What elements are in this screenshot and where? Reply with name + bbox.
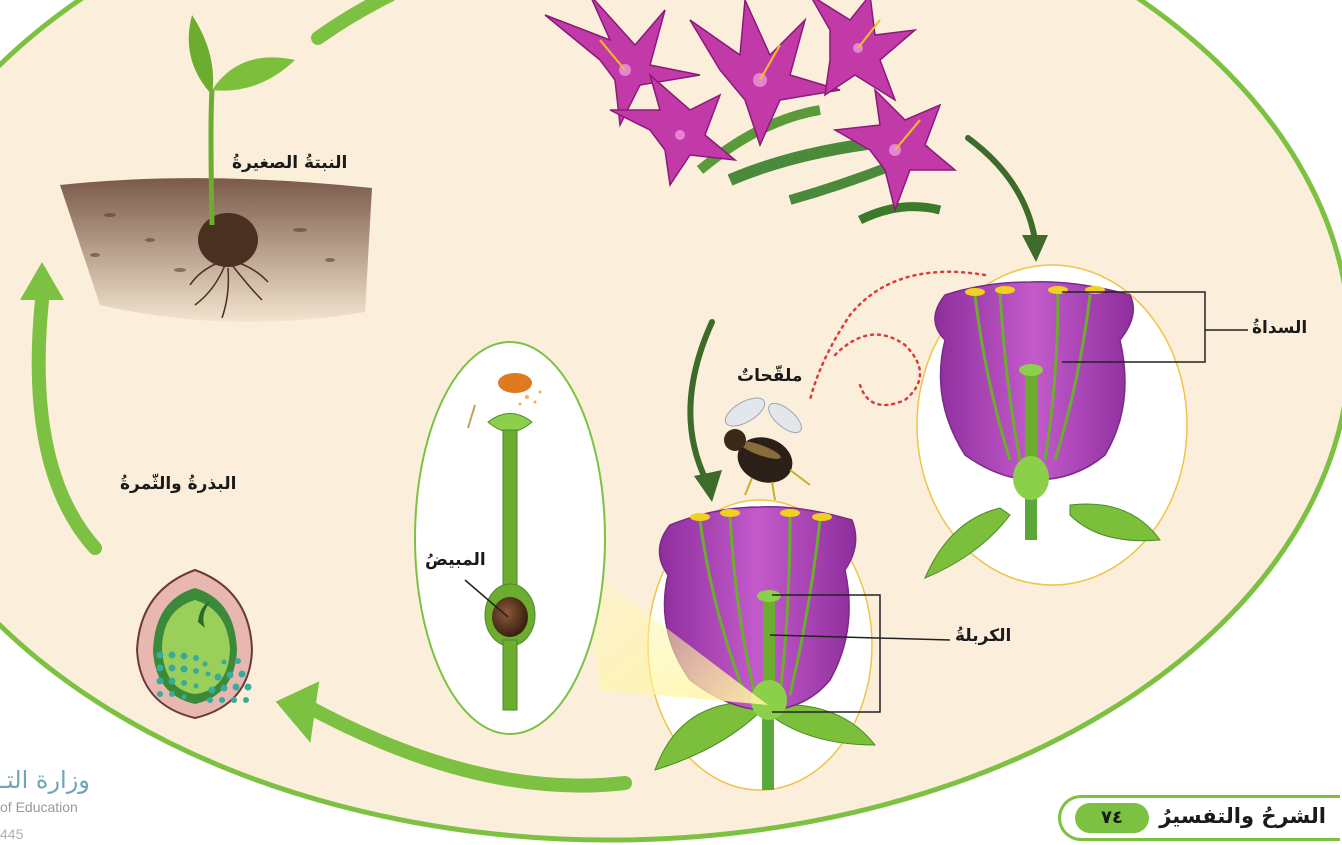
label-ovary: المبيضُ (425, 550, 486, 570)
flower-stamen-illustration (917, 265, 1187, 585)
ministry-logo-year: 445 (0, 826, 23, 842)
section-title: الشرحُ والتفسيرُ (1159, 804, 1326, 828)
ministry-logo-subtitle: of Education (0, 799, 78, 815)
label-seed-fruit: البذرةُ والثّمرةُ (120, 474, 236, 494)
pistil-illustration (415, 342, 605, 734)
page-number-badge: ٧٤ (1075, 803, 1149, 833)
ministry-logo-text: وزارة التـ (0, 766, 90, 794)
label-pollinators: ملقّحاتٌ (737, 366, 802, 386)
label-carpel: الكربلةُ (955, 626, 1011, 646)
label-stamen: السداةُ (1252, 318, 1307, 338)
section-footer-tab: ٧٤ الشرحُ والتفسيرُ (1058, 795, 1340, 841)
label-seedling: النبتةُ الصغيرةُ (232, 153, 347, 173)
